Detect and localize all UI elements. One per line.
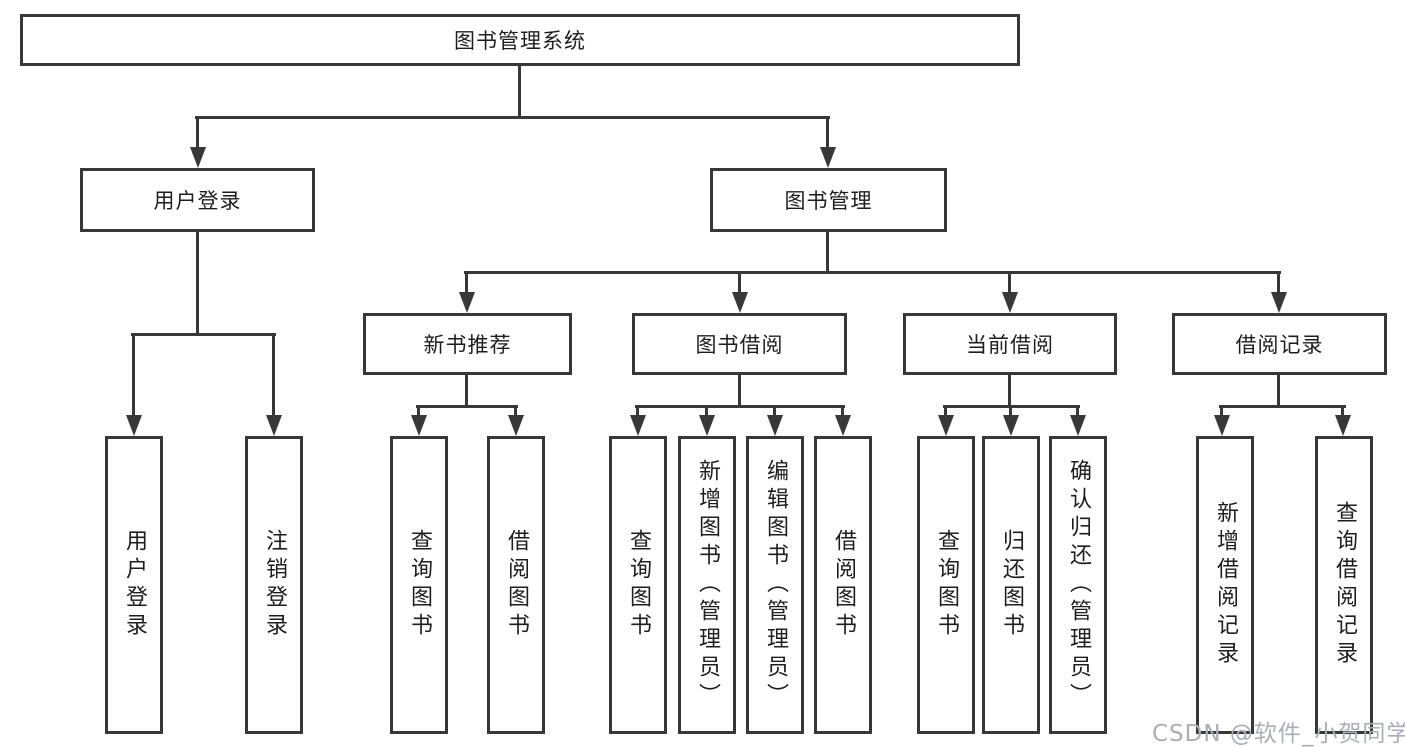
arrow-down-icon xyxy=(508,415,524,436)
leaf-edit-books-admin: 编辑图书（管理员） xyxy=(746,436,804,734)
connector-rail xyxy=(635,405,845,408)
connector-drop xyxy=(196,118,199,149)
arrow-down-icon xyxy=(266,415,282,436)
connector-drop xyxy=(465,273,468,294)
arrow-down-icon xyxy=(1335,415,1351,436)
connector-drop xyxy=(1008,273,1011,294)
node-user-login: 用户登录 xyxy=(80,168,315,232)
connector-stem xyxy=(196,232,199,335)
connector-drop xyxy=(1220,407,1223,417)
connector-drop xyxy=(272,335,275,417)
connector-drop xyxy=(636,407,639,417)
connector-stem xyxy=(738,375,741,407)
leaf-user-login: 用户登录 xyxy=(105,436,163,734)
leaf-query-books-3: 查询图书 xyxy=(917,436,975,734)
node-root: 图书管理系统 xyxy=(20,14,1020,66)
connector-drop xyxy=(1341,407,1344,417)
connector-drop xyxy=(705,407,708,417)
connector-stem xyxy=(1277,375,1280,407)
leaf-query-books-2: 查询图书 xyxy=(609,436,667,734)
arrow-down-icon xyxy=(835,415,851,436)
arrow-down-icon xyxy=(459,292,475,313)
connector-drop xyxy=(132,335,135,417)
connector-rail xyxy=(195,116,830,119)
node-current-borrowing: 当前借阅 xyxy=(903,313,1117,375)
connector-drop xyxy=(514,407,517,417)
arrow-down-icon xyxy=(1214,415,1230,436)
arrow-down-icon xyxy=(190,147,206,168)
arrow-down-icon xyxy=(1003,415,1019,436)
arrow-down-icon xyxy=(1002,292,1018,313)
leaf-add-borrow-record: 新增借阅记录 xyxy=(1196,436,1254,734)
connector-rail xyxy=(464,271,1281,274)
arrow-down-icon xyxy=(126,415,142,436)
leaf-query-books-1: 查询图书 xyxy=(390,436,448,734)
node-borrowing-records: 借阅记录 xyxy=(1172,313,1387,375)
arrow-down-icon xyxy=(767,415,783,436)
leaf-return-books: 归还图书 xyxy=(982,436,1040,734)
connector-drop xyxy=(1009,407,1012,417)
node-new-book-recommend: 新书推荐 xyxy=(363,313,572,375)
arrow-down-icon xyxy=(1271,292,1287,313)
arrow-down-icon xyxy=(732,292,748,313)
connector-stem xyxy=(1008,375,1011,407)
leaf-add-books-admin: 新增图书（管理员） xyxy=(678,436,736,734)
arrow-down-icon xyxy=(1070,415,1086,436)
leaf-logout: 注销登录 xyxy=(245,436,303,734)
connector-stem xyxy=(518,66,521,118)
node-book-borrowing: 图书借阅 xyxy=(632,313,847,375)
connector-drop xyxy=(944,407,947,417)
arrow-down-icon xyxy=(630,415,646,436)
arrow-down-icon xyxy=(820,147,836,168)
arrow-down-icon xyxy=(699,415,715,436)
connector-rail xyxy=(1219,405,1346,408)
connector-rail xyxy=(416,405,518,408)
connector-drop xyxy=(1076,407,1079,417)
connector-drop xyxy=(826,118,829,149)
leaf-borrow-books-1: 借阅图书 xyxy=(487,436,545,734)
connector-drop xyxy=(738,273,741,294)
arrow-down-icon xyxy=(938,415,954,436)
arrow-down-icon xyxy=(411,415,427,436)
connector-rail xyxy=(131,333,276,336)
connector-drop xyxy=(773,407,776,417)
connector-stem xyxy=(465,375,468,407)
connector-stem xyxy=(826,232,829,273)
leaf-query-borrow-record: 查询借阅记录 xyxy=(1315,436,1373,734)
leaf-borrow-books-2: 借阅图书 xyxy=(814,436,872,734)
connector-drop xyxy=(841,407,844,417)
watermark: CSDN @软件_小贺同学 xyxy=(1152,721,1405,747)
leaf-confirm-return-admin: 确认归还（管理员） xyxy=(1049,436,1107,734)
node-book-management: 图书管理 xyxy=(710,168,947,232)
connector-drop xyxy=(1277,273,1280,294)
connector-drop xyxy=(417,407,420,417)
connector-rail xyxy=(943,405,1080,408)
